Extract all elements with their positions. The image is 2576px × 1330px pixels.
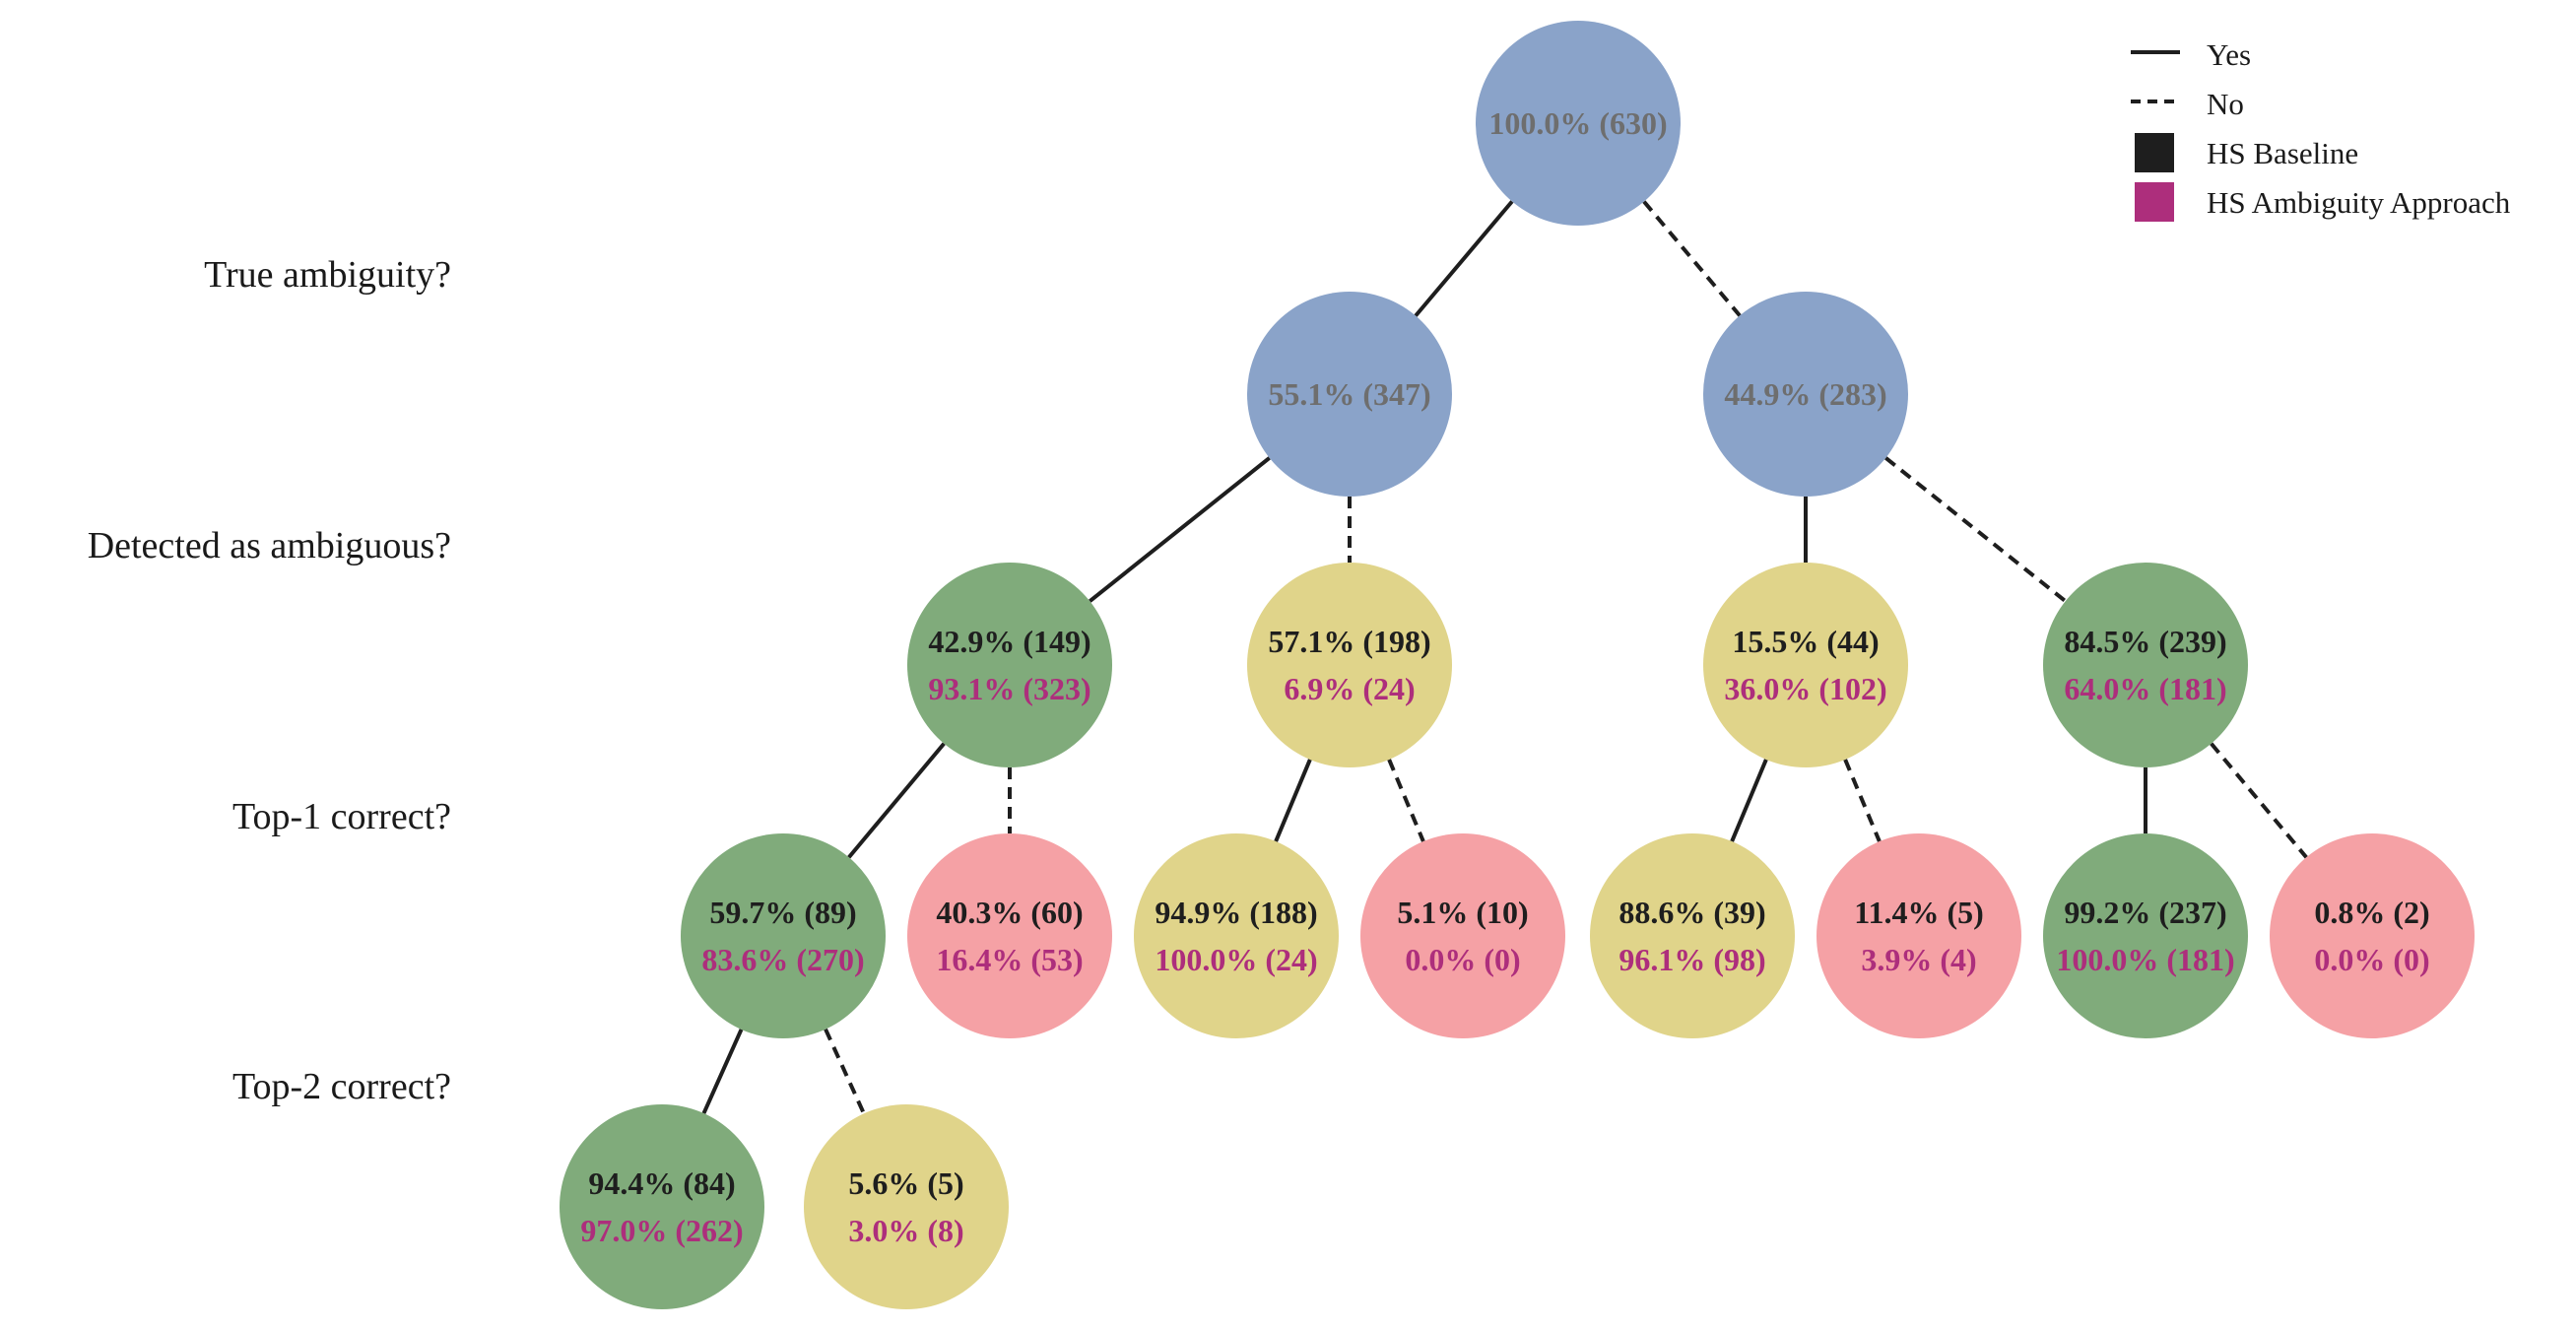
- edge-yes-an_det_yes-to-n3_t1_yes: [1730, 759, 1768, 842]
- edge-no-amb_no-to-an_det_no: [1884, 456, 2067, 603]
- node-baseline-label: 0.8% (2): [2314, 895, 2429, 930]
- row-label-top2: Top-2 correct?: [232, 1066, 451, 1107]
- row-label-detected: Detected as ambiguous?: [88, 525, 451, 566]
- legend-baseline-label: HS Baseline: [2207, 136, 2358, 170]
- node-baseline-label: 94.9% (188): [1155, 895, 1317, 930]
- node-baseline-label: 42.9% (149): [928, 624, 1090, 659]
- node-circle: [681, 833, 886, 1038]
- node-circle: [907, 563, 1112, 767]
- node-ambiguity-label: 16.4% (53): [936, 942, 1083, 977]
- node-ambiguity-label: 97.0% (262): [580, 1213, 743, 1248]
- node-baseline-label: 11.4% (5): [1854, 895, 1984, 930]
- edge-no-an_det_no-to-n4_t1_no: [2210, 742, 2308, 859]
- node-circle: [1134, 833, 1339, 1038]
- node-ay_det_yes: 42.9% (149) 93.1% (323): [907, 563, 1112, 767]
- node-ambiguity-label: 64.0% (181): [2064, 671, 2226, 706]
- node-ambiguity-label: 96.1% (98): [1618, 942, 1765, 977]
- node-total-label: 55.1% (347): [1268, 376, 1430, 412]
- node-n1_t1_no: 40.3% (60) 16.4% (53): [907, 833, 1112, 1038]
- node-circle: [1360, 833, 1565, 1038]
- node-circle: [1590, 833, 1795, 1038]
- node-n2_t1_yes: 94.9% (188) 100.0% (24): [1134, 833, 1339, 1038]
- node-baseline-label: 5.6% (5): [848, 1165, 963, 1201]
- node-circle: [1816, 833, 2021, 1038]
- node-total-label: 100.0% (630): [1488, 105, 1667, 141]
- edge-yes-amb_yes-to-ay_det_yes: [1089, 456, 1271, 603]
- legend-no-label: No: [2207, 87, 2244, 121]
- node-n4_t1_yes: 99.2% (237) 100.0% (181): [2043, 833, 2248, 1038]
- node-root: 100.0% (630): [1476, 21, 1681, 226]
- node-total-label: 44.9% (283): [1724, 376, 1886, 412]
- edge-no-root-to-amb_no: [1642, 200, 1742, 317]
- node-ambiguity-label: 0.0% (0): [2314, 942, 2429, 977]
- node-amb_no: 44.9% (283): [1703, 292, 1908, 497]
- node-circle: [2270, 833, 2475, 1038]
- node-an_det_yes: 15.5% (44) 36.0% (102): [1703, 563, 1908, 767]
- row-label-top1: Top-1 correct?: [232, 796, 451, 837]
- legend-ambiguity-label: HS Ambiguity Approach: [2207, 185, 2511, 220]
- node-circle: [560, 1104, 764, 1309]
- node-circle: [1703, 292, 1908, 497]
- node-ambiguity-label: 36.0% (102): [1724, 671, 1886, 706]
- legend-yes-label: Yes: [2207, 37, 2251, 72]
- node-baseline-label: 5.1% (10): [1397, 895, 1528, 930]
- legend: Yes No HS Baseline HS Ambiguity Approach: [2131, 37, 2511, 222]
- node-n4_t1_no: 0.8% (2) 0.0% (0): [2270, 833, 2475, 1038]
- node-baseline-label: 88.6% (39): [1618, 895, 1765, 930]
- edge-no-n1_t1_yes-to-t2_no: [824, 1028, 866, 1115]
- node-baseline-label: 57.1% (198): [1268, 624, 1430, 659]
- node-baseline-label: 99.2% (237): [2064, 895, 2226, 930]
- node-circle: [907, 833, 1112, 1038]
- row-label-true-ambiguity: True ambiguity?: [204, 254, 451, 296]
- edge-yes-ay_det_yes-to-n1_t1_yes: [847, 742, 946, 859]
- node-baseline-label: 15.5% (44): [1732, 624, 1879, 659]
- node-an_det_no: 84.5% (239) 64.0% (181): [2043, 563, 2248, 767]
- node-ambiguity-label: 3.9% (4): [1861, 942, 1976, 977]
- edge-yes-ay_det_no-to-n2_t1_yes: [1274, 759, 1312, 842]
- node-circle: [2043, 833, 2248, 1038]
- node-ambiguity-label: 100.0% (24): [1155, 942, 1317, 977]
- nodes-layer: 100.0% (630) 55.1% (347) 44.9% (283) 42.9% …: [560, 21, 2475, 1309]
- node-circle: [1247, 563, 1452, 767]
- node-circle: [1247, 292, 1452, 497]
- edge-yes-root-to-amb_yes: [1414, 200, 1514, 317]
- node-circle: [1476, 21, 1681, 226]
- edge-no-an_det_yes-to-n3_t1_no: [1843, 759, 1882, 842]
- node-circle: [804, 1104, 1009, 1309]
- edge-yes-n1_t1_yes-to-t2_yes: [701, 1029, 744, 1114]
- node-circle: [2043, 563, 2248, 767]
- node-ambiguity-label: 6.9% (24): [1284, 671, 1415, 706]
- node-n2_t1_no: 5.1% (10) 0.0% (0): [1360, 833, 1565, 1038]
- node-baseline-label: 40.3% (60): [936, 895, 1083, 930]
- row-labels: True ambiguity? Detected as ambiguous? T…: [88, 254, 451, 1107]
- legend-ambiguity-swatch: [2135, 182, 2174, 222]
- node-ambiguity-label: 83.6% (270): [701, 942, 864, 977]
- node-ambiguity-label: 0.0% (0): [1405, 942, 1520, 977]
- node-t2_yes: 94.4% (84) 97.0% (262): [560, 1104, 764, 1309]
- node-ambiguity-label: 100.0% (181): [2056, 942, 2234, 977]
- node-baseline-label: 84.5% (239): [2064, 624, 2226, 659]
- node-ay_det_no: 57.1% (198) 6.9% (24): [1247, 563, 1452, 767]
- node-ambiguity-label: 93.1% (323): [928, 671, 1090, 706]
- node-n3_t1_no: 11.4% (5) 3.9% (4): [1816, 833, 2021, 1038]
- node-n3_t1_yes: 88.6% (39) 96.1% (98): [1590, 833, 1795, 1038]
- legend-baseline-swatch: [2135, 133, 2174, 172]
- node-ambiguity-label: 3.0% (8): [848, 1213, 963, 1248]
- node-circle: [1703, 563, 1908, 767]
- node-t2_no: 5.6% (5) 3.0% (8): [804, 1104, 1009, 1309]
- node-baseline-label: 94.4% (84): [588, 1165, 735, 1201]
- node-n1_t1_yes: 59.7% (89) 83.6% (270): [681, 833, 886, 1038]
- edges-layer: [701, 200, 2308, 1115]
- node-amb_yes: 55.1% (347): [1247, 292, 1452, 497]
- edge-no-ay_det_no-to-n2_t1_no: [1387, 759, 1425, 842]
- node-baseline-label: 59.7% (89): [709, 895, 856, 930]
